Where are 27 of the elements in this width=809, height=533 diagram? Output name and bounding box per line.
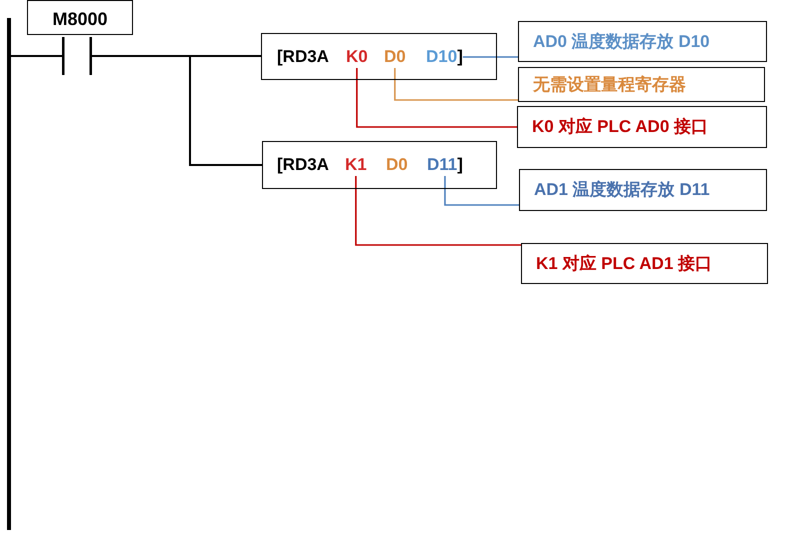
operand-label: K0 [346,46,368,68]
instruction-name: [RD3A [277,46,329,68]
operand-label: D10 [426,46,458,68]
power-rail [7,18,11,530]
contact-symbol [62,37,92,75]
operand-label: D11 [427,154,458,176]
annotation-box: AD0 温度数据存放 D10 [518,21,767,62]
annotation-box: K0 对应 PLC AD0 接口 [517,106,767,148]
rung-wire [11,55,62,57]
instruction-box [262,141,497,189]
leader-line [444,176,519,206]
rung-wire [92,55,262,166]
instruction-name: [RD3A [277,154,329,176]
operand-label: D0 [384,46,406,68]
operand-label: D0 [386,154,408,176]
leader-line [462,56,518,58]
device-label: M8000 [27,0,133,35]
annotation-box: AD1 温度数据存放 D11 [519,169,767,211]
annotation-box: K1 对应 PLC AD1 接口 [521,243,768,284]
leader-line [355,176,521,246]
annotation-box: 无需设置量程寄存器 [518,67,765,102]
leader-line [356,68,517,128]
closing-bracket: ] [457,46,463,68]
closing-bracket: ] [457,154,463,176]
instruction-box [261,33,497,80]
operand-label: K1 [345,154,367,176]
leader-line [394,68,518,101]
